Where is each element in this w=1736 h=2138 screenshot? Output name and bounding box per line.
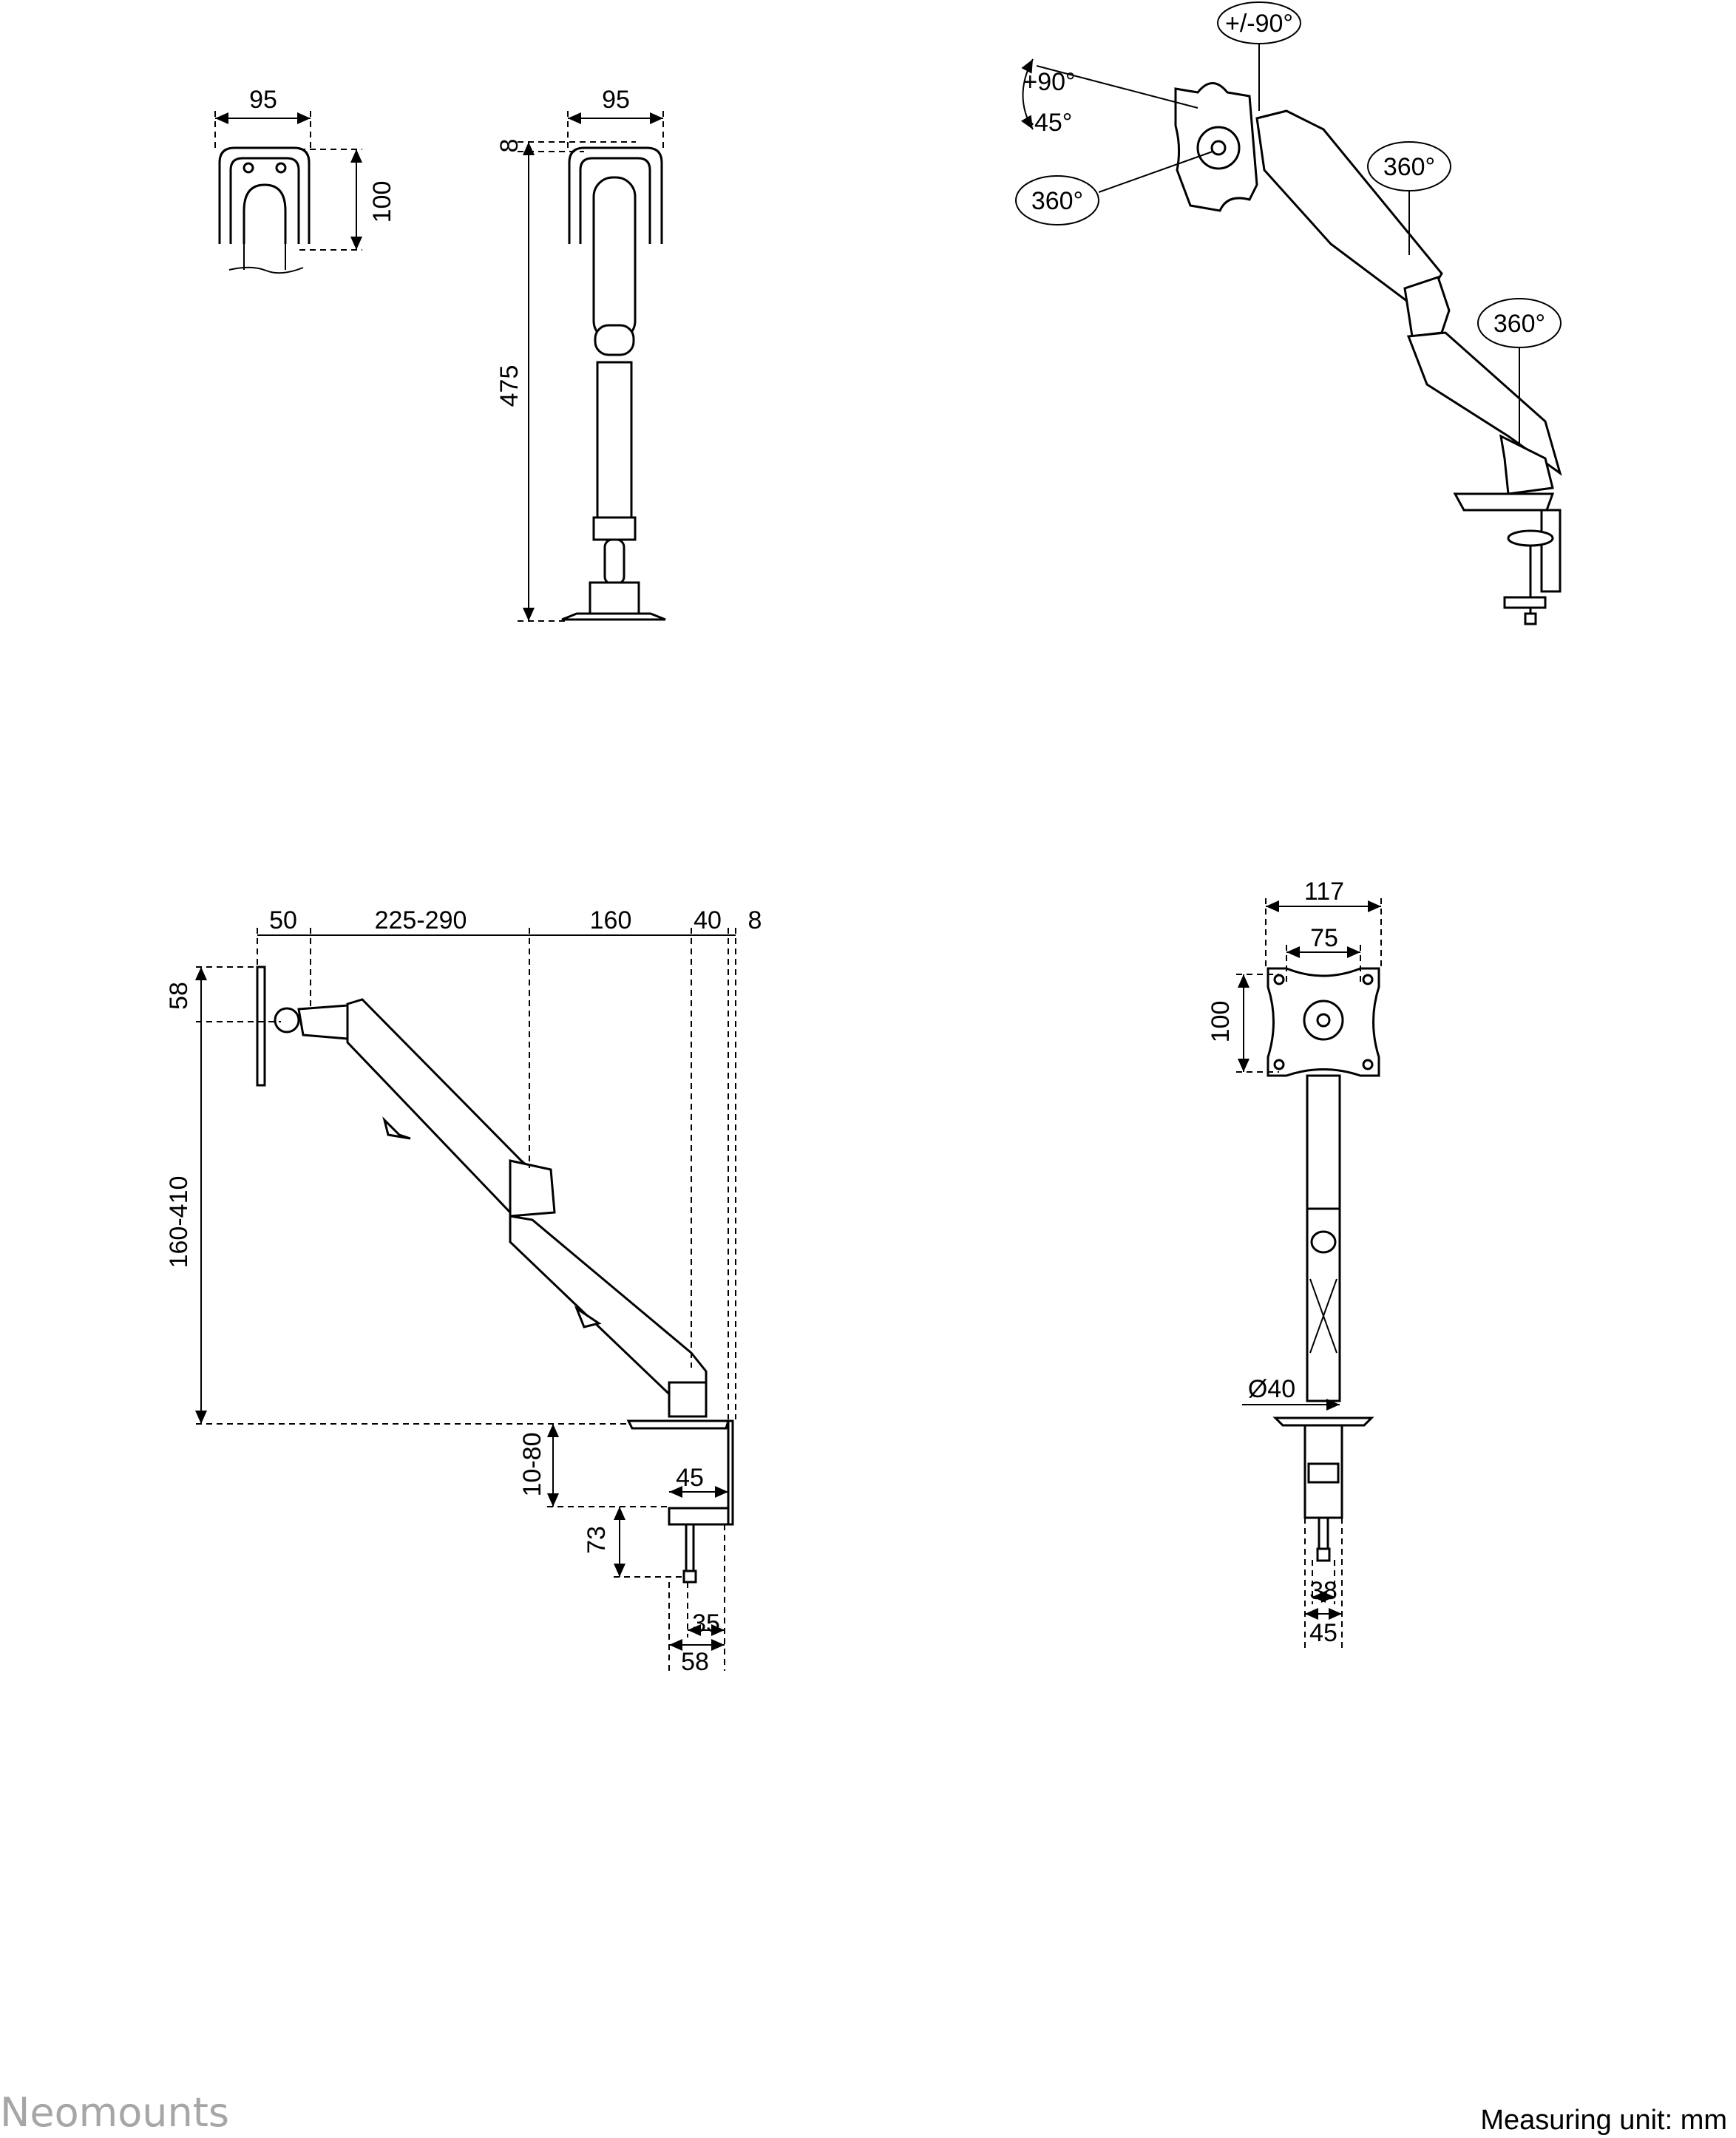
dim-plate-width: 117 bbox=[1304, 878, 1344, 906]
dim-35: 35 bbox=[692, 1609, 720, 1638]
dim-160: 160 bbox=[590, 906, 632, 934]
dim-vesa-height: 100 bbox=[368, 181, 396, 223]
dim-45: 45 bbox=[676, 1464, 704, 1492]
label-rotation-base: 360° bbox=[1493, 310, 1545, 338]
label-swivel: +/-90° bbox=[1225, 10, 1293, 38]
back-dimension-lines bbox=[1236, 898, 1382, 1649]
brand-logo: Neomounts bbox=[0, 2089, 229, 2136]
dim-column-height: 475 bbox=[495, 365, 523, 407]
label-rotation-elbow: 360° bbox=[1383, 153, 1435, 181]
dim-vesa-height: 100 bbox=[1207, 1001, 1235, 1043]
dim-column-width: 95 bbox=[602, 86, 630, 114]
label-tilt-down: -45° bbox=[1026, 109, 1073, 137]
side-dimension-lines bbox=[195, 928, 736, 1671]
rotation-callouts bbox=[1015, 1, 1562, 444]
dim-58-bottom: 58 bbox=[681, 1648, 709, 1676]
label-tilt-up: +90° bbox=[1023, 68, 1075, 96]
side-view: 50 225-290 160 40 8 58 160-410 10-80 45 … bbox=[165, 906, 762, 1676]
back-view: 117 75 100 Ø40 38 45 bbox=[1207, 878, 1382, 1649]
dim-pole-diameter: Ø40 bbox=[1248, 1375, 1295, 1403]
isometric-view: +/-90° +90° -45° 360° 360° 360° bbox=[1015, 1, 1562, 625]
dim-8: 8 bbox=[748, 906, 762, 934]
vesa-detail-view: 95 100 bbox=[214, 86, 396, 274]
dim-58-top: 58 bbox=[165, 982, 193, 1010]
front-column-view: 95 8 475 bbox=[495, 86, 666, 622]
dim-vesa-width: 95 bbox=[249, 86, 277, 114]
dim-50: 50 bbox=[269, 906, 297, 934]
dim-clamp-inner: 38 bbox=[1309, 1577, 1337, 1605]
dim-top-offset: 8 bbox=[495, 139, 523, 153]
measuring-unit: Measuring unit: mm bbox=[1480, 2105, 1727, 2136]
dim-height-range: 160-410 bbox=[165, 1176, 193, 1269]
label-rotation-plate: 360° bbox=[1031, 187, 1083, 215]
dim-reach: 225-290 bbox=[375, 906, 467, 934]
dim-clamp-outer: 45 bbox=[1309, 1619, 1337, 1647]
dim-73: 73 bbox=[583, 1526, 611, 1554]
dim-40: 40 bbox=[694, 906, 722, 934]
dim-vesa-width: 75 bbox=[1310, 924, 1338, 952]
dim-desk-thickness: 10-80 bbox=[518, 1433, 546, 1497]
